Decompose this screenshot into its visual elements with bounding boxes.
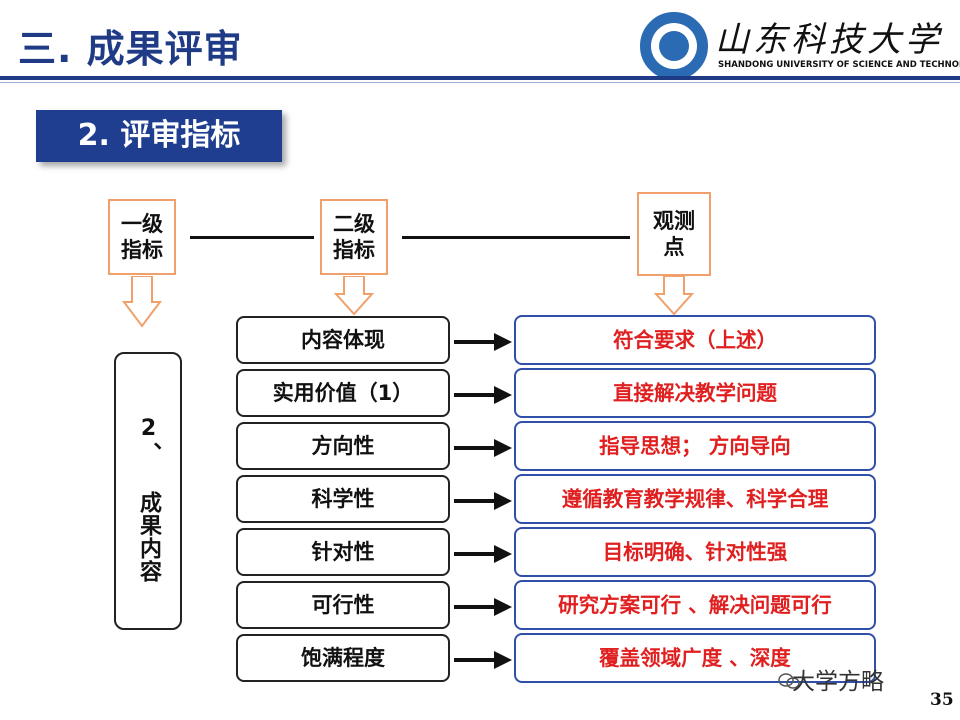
university-seal-icon [640,12,708,80]
observation-box: 符合要求（上述） [514,315,876,365]
right-arrow-icon [454,386,512,404]
observation-box: 遵循教育教学规律、科学合理 [514,474,876,524]
right-arrow-icon [454,545,512,563]
down-arrow-icon [122,276,162,328]
right-arrow-icon [454,598,512,616]
indicator-box: 科学性 [236,475,450,523]
category-label: 2、 成果内容 [136,416,161,583]
university-name-en: SHANDONG UNIVERSITY OF SCIENCE AND TECHN… [718,60,960,70]
observation-header-box: 观测 点 [637,192,711,276]
level1-header-label: 一级 指标 [121,212,163,262]
page-number: 35 [930,690,954,710]
observation-header-label: 观测 点 [653,209,695,259]
indicator-box: 内容体现 [236,316,450,364]
header-connector-line [190,236,314,239]
right-arrow-icon [454,333,512,351]
page-title: 三. 成果评审 [18,27,243,71]
university-name-cn: 山东科技大学 [715,20,943,60]
indicator-box: 可行性 [236,581,450,629]
level2-header-label: 二级 指标 [333,212,375,262]
header-connector-line [402,236,630,239]
indicator-box: 饱满程度 [236,634,450,682]
header-divider [0,76,960,80]
observation-box: 指导思想； 方向导向 [514,421,876,471]
observation-box: 直接解决教学问题 [514,368,876,418]
indicator-box: 实用价值（1） [236,369,450,417]
observation-box: 目标明确、针对性强 [514,527,876,577]
indicator-box: 针对性 [236,528,450,576]
observation-box: 覆盖领域广度 、深度 [514,633,876,683]
wechat-icon [778,673,800,689]
down-arrow-icon [654,276,694,316]
level1-header-box: 一级 指标 [108,199,176,275]
watermark-text: 大学方略 [792,669,884,695]
observation-box: 研究方案可行 、解决问题可行 [514,580,876,630]
category-box: 2、 成果内容 [114,352,182,630]
level2-header-box: 二级 指标 [320,199,388,275]
right-arrow-icon [454,439,512,457]
indicator-box: 方向性 [236,422,450,470]
right-arrow-icon [454,651,512,669]
header-divider-thin [0,82,960,83]
down-arrow-icon [334,276,374,316]
section-badge: 2. 评审指标 [36,110,282,162]
right-arrow-icon [454,492,512,510]
